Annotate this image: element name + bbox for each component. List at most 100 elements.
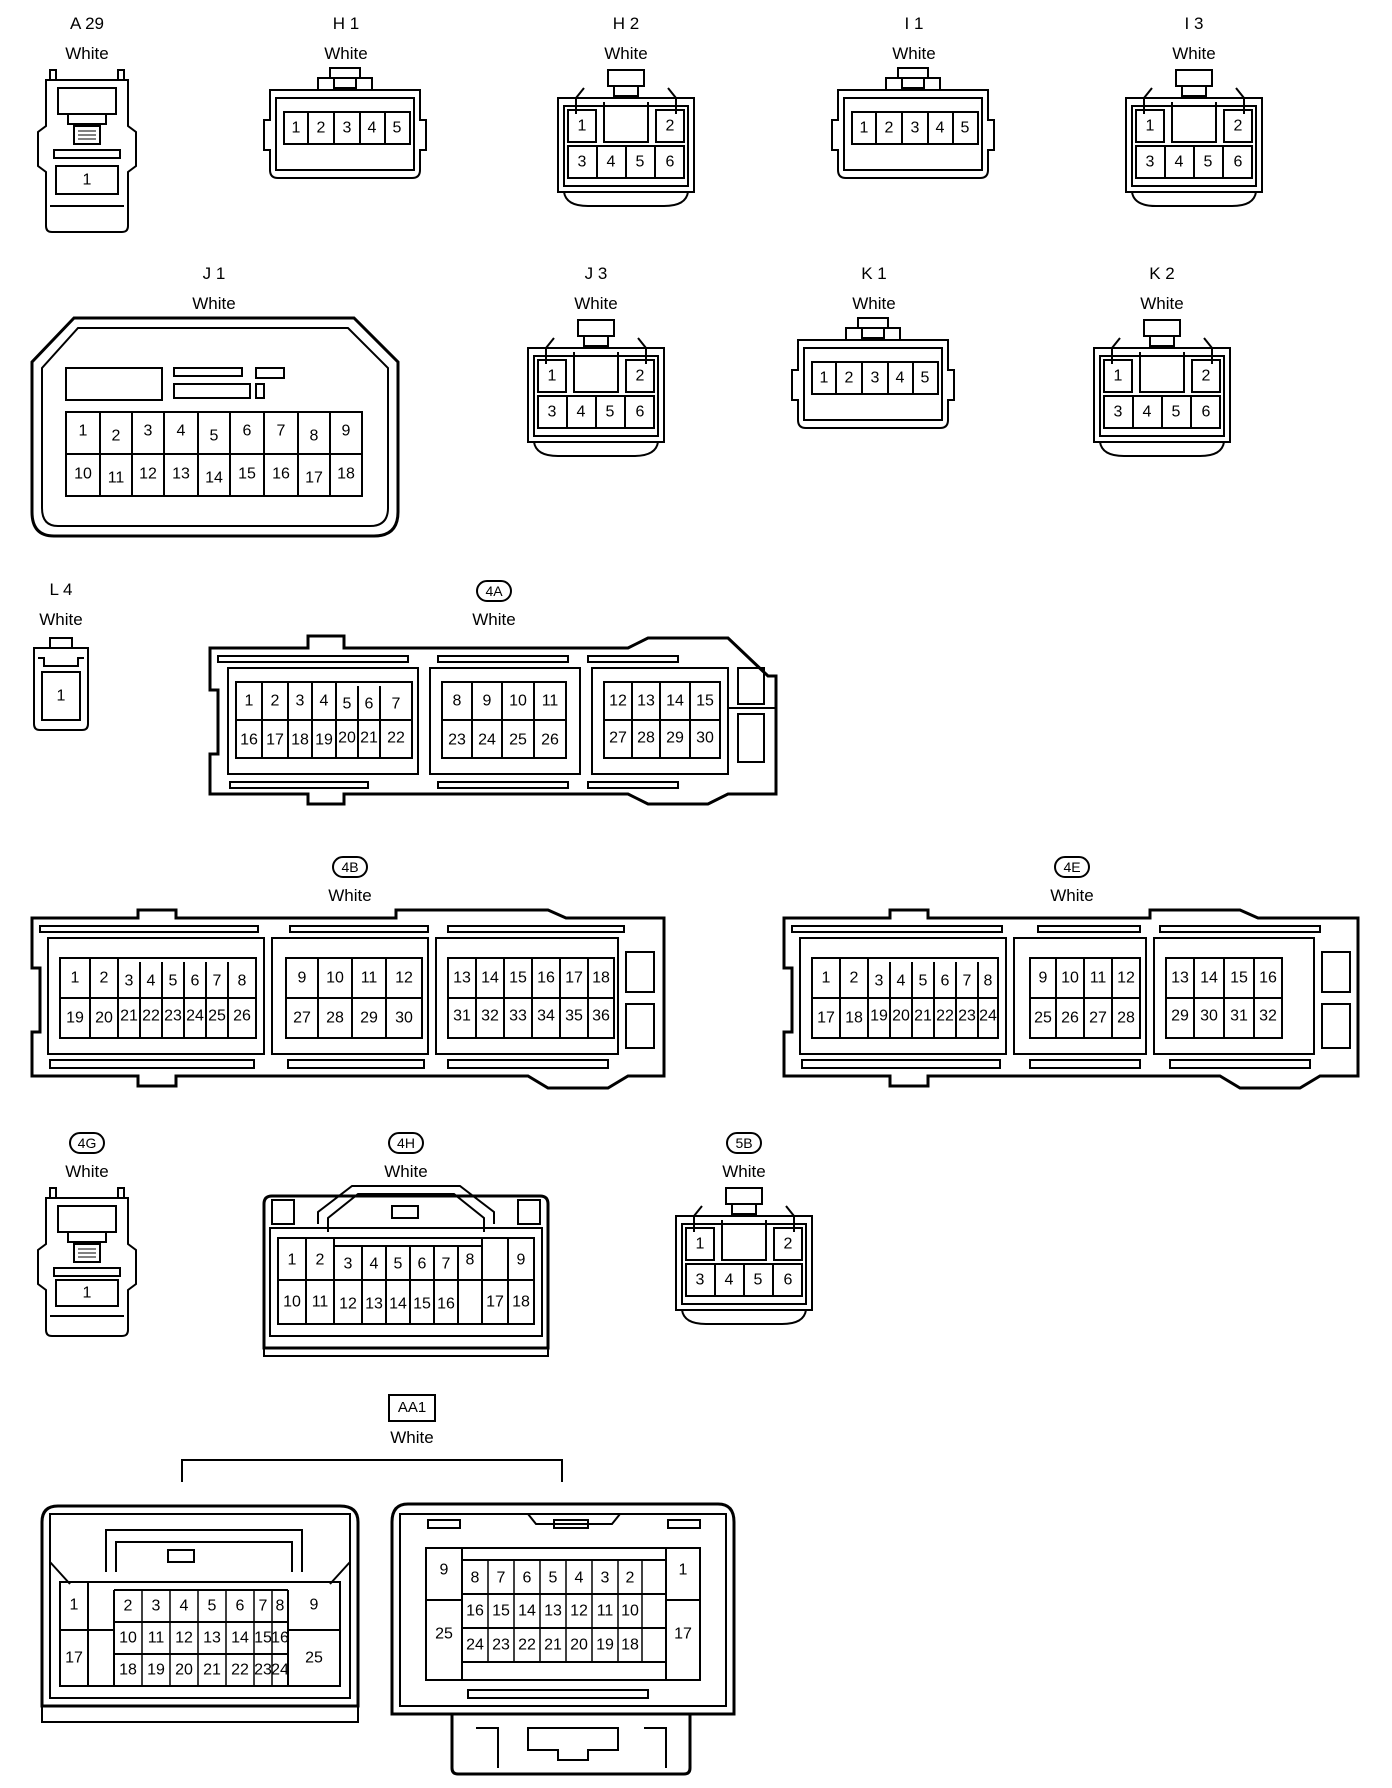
- connector-color: White: [892, 44, 936, 63]
- pin-13: 13: [1171, 970, 1189, 987]
- pin-28: 28: [326, 1010, 344, 1027]
- connector-code: J 3: [584, 264, 608, 283]
- pin-1: 1: [79, 423, 88, 440]
- aa1-right-pin-2: 2: [626, 1570, 635, 1587]
- aa1-left-pin-19: 19: [147, 1662, 165, 1679]
- pin-10: 10: [509, 693, 527, 710]
- connector-body: 1: [33, 637, 89, 731]
- aa1-left-pin-20: 20: [175, 1662, 193, 1679]
- pin-2: 2: [317, 120, 326, 137]
- pin-14: 14: [205, 470, 223, 487]
- connector-code: H 1: [332, 14, 360, 33]
- connector-code-label: 4B: [332, 856, 368, 878]
- pin-7: 7: [442, 1256, 451, 1273]
- aa1-right-pin-8: 8: [471, 1570, 480, 1587]
- pin-6: 6: [1234, 154, 1243, 171]
- connector-l4: L 4 White 1: [28, 580, 94, 740]
- pin-18: 18: [845, 1010, 863, 1027]
- pin-29: 29: [1171, 1008, 1189, 1025]
- aa1-left-pin-4: 4: [180, 1598, 189, 1615]
- pin-3: 3: [125, 973, 134, 990]
- aa1-right-pin-21: 21: [544, 1637, 562, 1654]
- pin-11: 11: [312, 1294, 329, 1311]
- pin-31: 31: [1230, 1008, 1248, 1025]
- aa1-left-pin-7: 7: [259, 1598, 268, 1615]
- connector-code: 4G: [28, 1132, 146, 1154]
- aa1-right-pin-3: 3: [601, 1570, 610, 1587]
- connector-color: White: [604, 44, 648, 63]
- connector-k2: K 2 White 1 2 3 4 5 6: [1084, 264, 1240, 464]
- pin-16: 16: [240, 732, 258, 749]
- connector-4h: 4H White 1 2 3 4 5 6 7 8 9 10 11 12 13 1…: [258, 1132, 554, 1364]
- pin-23: 23: [448, 732, 466, 749]
- pin-1: 1: [83, 172, 92, 189]
- pin-28: 28: [637, 730, 655, 747]
- connector-code-label: AA1: [387, 1394, 437, 1422]
- connector-5b: 5B White 1 2 3 4 5 6: [666, 1132, 822, 1332]
- connector-color: White: [852, 294, 896, 313]
- pin-4: 4: [725, 1272, 734, 1289]
- pin-1: 1: [57, 688, 66, 705]
- connector-body: 1 2 3 4 5: [831, 67, 995, 179]
- aa1-right-pin-15: 15: [492, 1603, 510, 1620]
- pin-2: 2: [850, 970, 859, 987]
- aa1-right-pin-13: 13: [544, 1603, 562, 1620]
- pin-25: 25: [509, 732, 527, 749]
- connector-a29: A 29 White 1: [28, 14, 146, 233]
- connector-4a: 4A White 1 2 3 4 5 6 7 8 9 10 11 12 13: [208, 580, 780, 810]
- connector-body: 1 2 3 4 5 6 7 8 9 10 11 12 13 14 15 16 1…: [782, 908, 1360, 1090]
- aa1-left-pin-16: 16: [271, 1630, 289, 1647]
- aa1-left-pin-22: 22: [231, 1662, 249, 1679]
- connector-color: White: [65, 1162, 109, 1181]
- pin-17: 17: [305, 470, 323, 487]
- pin-1: 1: [696, 1236, 705, 1253]
- pin-8: 8: [238, 973, 247, 990]
- pin-9: 9: [298, 970, 307, 987]
- pin-5: 5: [919, 973, 928, 990]
- connector-code: K 2: [1149, 264, 1175, 283]
- pin-4: 4: [607, 154, 616, 171]
- pin-3: 3: [1146, 154, 1155, 171]
- connector-i1: I 1 White 1 2 3 4 5: [830, 14, 998, 194]
- pin-1: 1: [288, 1252, 297, 1269]
- aa1-left-pin-23: 23: [254, 1662, 272, 1679]
- pin-5: 5: [921, 370, 930, 387]
- pin-12: 12: [395, 970, 413, 987]
- pin-20: 20: [892, 1008, 910, 1025]
- connector-color: White: [472, 610, 516, 629]
- connector-body: 1: [37, 1187, 137, 1337]
- pin-26: 26: [233, 1008, 251, 1025]
- connector-color: White: [192, 294, 236, 313]
- aa1-right-housing: 9 8 7 6 5 4 3 2 1 25 16 15 14 13 12 11 1…: [390, 1502, 736, 1776]
- aa1-right-pin-24: 24: [466, 1637, 484, 1654]
- pin-4: 4: [370, 1256, 379, 1273]
- connector-body: 1 2 3 4 5: [791, 317, 955, 429]
- pin-13: 13: [637, 693, 655, 710]
- pin-14: 14: [666, 693, 684, 710]
- pin-5: 5: [636, 154, 645, 171]
- connector-body: 1 2 3 4 5 6: [557, 69, 695, 207]
- pin-2: 2: [112, 428, 121, 445]
- connector-color: White: [324, 44, 368, 63]
- connector-code: J 1: [202, 264, 226, 283]
- aa1-left-pin-8: 8: [276, 1598, 285, 1615]
- pin-2: 2: [885, 120, 894, 137]
- pin-5: 5: [961, 120, 970, 137]
- pin-20: 20: [338, 730, 356, 747]
- aa1-left-pin-12: 12: [175, 1630, 193, 1647]
- aa1-left-pin-21: 21: [203, 1662, 221, 1679]
- pin-1: 1: [548, 368, 557, 385]
- pin-6: 6: [666, 154, 675, 171]
- pin-27: 27: [1089, 1010, 1107, 1027]
- connector-color: White: [722, 1162, 766, 1181]
- pin-2: 2: [316, 1252, 325, 1269]
- connector-code-label: 4A: [476, 580, 512, 602]
- aa1-right-pin-20: 20: [570, 1637, 588, 1654]
- pin-1: 1: [1146, 118, 1155, 135]
- pin-1: 1: [822, 970, 831, 987]
- connector-4b: 4B White 1 2 3 4 5 6 7 8 9 10 11 12 13 1…: [28, 856, 672, 1096]
- pin-24: 24: [979, 1008, 997, 1025]
- pin-24: 24: [478, 732, 496, 749]
- pin-1: 1: [578, 118, 587, 135]
- pin-15: 15: [509, 970, 527, 987]
